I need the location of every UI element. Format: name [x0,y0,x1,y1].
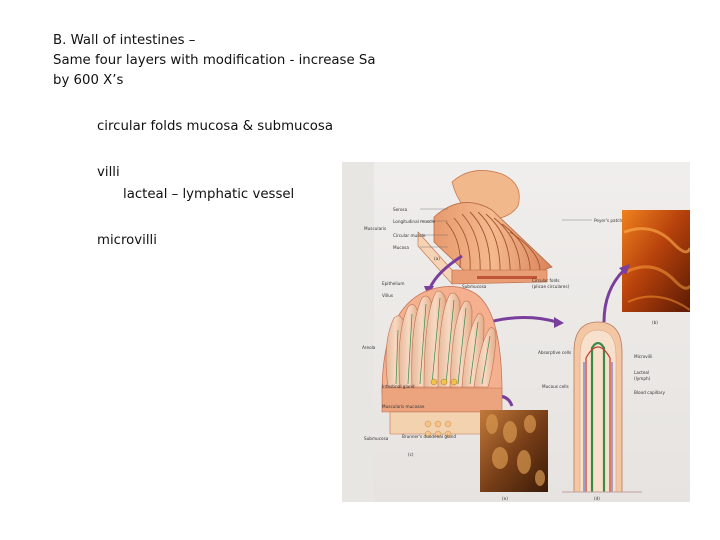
label-peyers-patch: Peyer's patch [594,218,623,223]
label-panel-c: (c) [408,452,414,457]
arrow-c-to-d-head [554,317,564,328]
intestinal-wall-illustration: Serosa Longitudinal muscle Muscularis Ci… [342,162,690,502]
label-panel-d: (d) [594,496,600,501]
arrow-d-to-b [602,268,626,323]
bullet-microvilli: microvilli [97,233,157,248]
heading-line-1: B. Wall of intestines – [53,33,196,48]
label-submucosa: Submucosa [462,284,487,289]
photo-panel-b: (b) [622,210,690,325]
label-mucosa: Mucosa [393,245,409,250]
label-circular-muscle: Circular muscle [393,233,426,238]
slide-heading: B. Wall of intestines – Same four layers… [53,31,383,91]
label-areola: Areola [362,345,376,350]
page-gutter [342,162,374,502]
label-epithelium: Epithelium [382,281,404,286]
label-muscularis-mucosae: Muscularis mucosae [382,404,425,409]
label-blood-capillary: Blood capillary [634,390,665,395]
labels-panel-a: Serosa Longitudinal muscle Muscularis Ci… [364,207,623,289]
label-absorptive-cells: Absorptive cells [538,350,571,355]
intestine-segment-a [417,170,553,285]
villi-fan-c [381,286,503,438]
bullet-lacteal: lacteal – lymphatic vessel [123,187,295,202]
bullet-circular-folds: circular folds mucosa & submucosa [97,119,333,134]
heading-line-2: Same four layers with modification - inc… [53,53,376,68]
label-lacteal: Lacteal [634,370,649,375]
label-panel-e: (e) [502,496,508,501]
label-microvilli: Microvilli [634,354,652,359]
label-muscularis: Muscularis [364,226,386,231]
villus-detail-d [562,321,642,493]
label-longitudinal-muscle: Longitudinal muscle [393,219,436,224]
label-villus: Villus [382,293,393,298]
label-serosa: Serosa [393,207,408,212]
label-intestinal-gland: Intestinal gland [382,384,415,389]
arrow-d-to-b-head [619,264,630,275]
label-brunners-gland: Brunner's duodenal gland [402,434,456,439]
label-panel-b: (b) [652,320,658,325]
label-lymph: (lymph) [634,376,651,381]
label-submucosa-c: Submucosa [364,436,389,441]
label-mucous-cells: Mucous cells [542,384,569,389]
labels-panel-c: Epithelium Villus Areola Intestinal glan… [362,281,456,457]
arrow-a-to-c [428,254,463,289]
labels-panel-d: Absorptive cells Microvilli Lacteal (lym… [538,350,665,501]
bullet-villi: villi [97,165,120,180]
heading-line-3: by 600 X’s [53,73,124,88]
label-plicae: (plicae circulares) [532,284,570,289]
label-circular-folds: Circular folds [532,278,560,283]
photo-panel-e: (e) [480,410,548,501]
label-panel-a: (a) [434,256,440,261]
